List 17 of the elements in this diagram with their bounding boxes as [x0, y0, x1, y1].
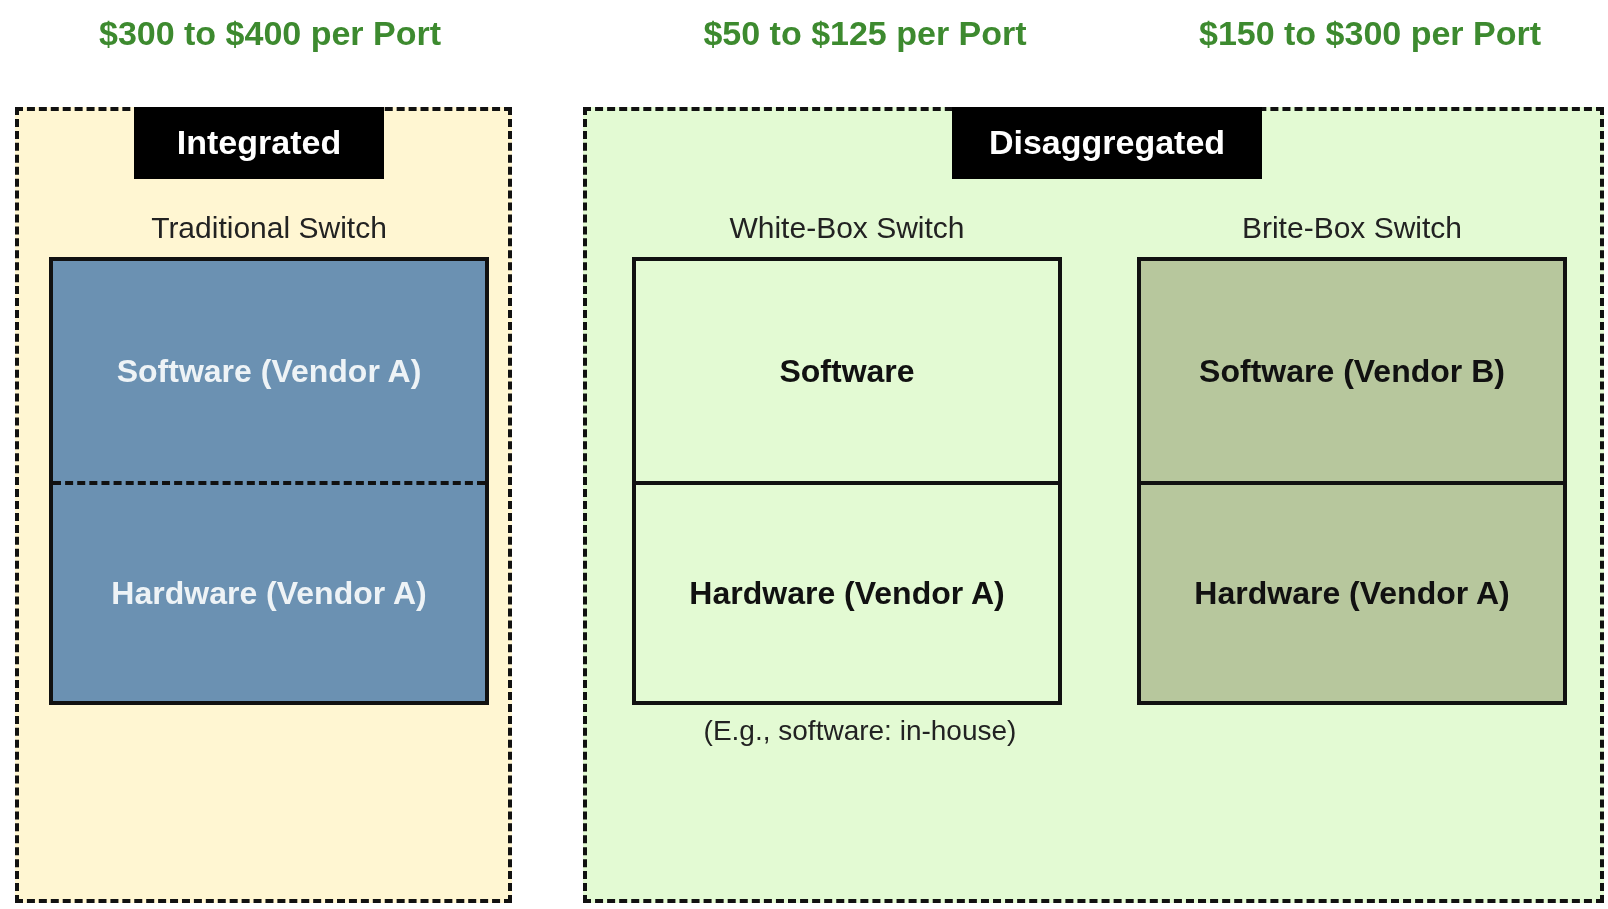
hardware-layer: Hardware (Vendor A) — [636, 481, 1058, 701]
hardware-layer: Hardware (Vendor A) — [1141, 481, 1563, 701]
price-label: $50 to $125 per Port — [702, 13, 1028, 54]
software-layer: Software (Vendor B) — [1141, 261, 1563, 481]
price-label: $150 to $300 per Port — [1197, 13, 1543, 54]
example-note: (E.g., software: in-house) — [702, 715, 1018, 747]
price-label: $300 to $400 per Port — [97, 13, 443, 54]
hardware-layer: Hardware (Vendor A) — [53, 481, 485, 701]
software-layer: Software — [636, 261, 1058, 481]
group-title-tab: Disaggregated — [952, 107, 1262, 179]
group-panel — [583, 107, 1604, 903]
switch-heading: White-Box Switch — [728, 211, 966, 245]
switch-heading: Traditional Switch — [150, 211, 388, 245]
group-title-tab: Integrated — [134, 107, 384, 179]
software-layer: Software (Vendor A) — [53, 261, 485, 481]
group-panel — [15, 107, 512, 903]
switch-heading: Brite-Box Switch — [1240, 211, 1464, 245]
